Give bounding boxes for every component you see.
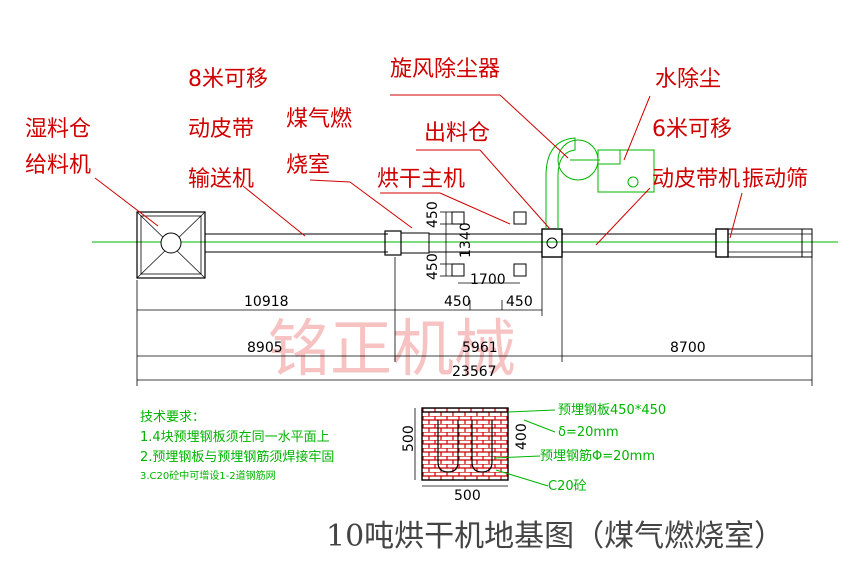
detail-dim-500-v: 500 bbox=[401, 425, 417, 452]
wet-bin-feeder bbox=[136, 211, 206, 279]
dim-450-a: 450 bbox=[444, 294, 471, 310]
drawing-title: 10吨烘干机地基图（煤气燃烧室） bbox=[326, 519, 784, 554]
label-vibrating-screen: 振动筛 bbox=[742, 167, 808, 192]
label-conveyor6-1: 6米可移 bbox=[652, 117, 732, 142]
notes-line-2: 2.预埋钢板与预埋钢筋须焊接牢固 bbox=[140, 449, 334, 465]
dim-10918: 10918 bbox=[244, 294, 289, 310]
component-labels: 湿料仓 给料机 8米可移 动皮带 输送机 煤气燃 烧室 旋风除尘器 出料仓 烘干… bbox=[25, 57, 808, 192]
label-gas-chamber-1: 煤气燃 bbox=[286, 107, 352, 132]
notes-line-1: 1.4块预埋钢板须在同一水平面上 bbox=[140, 430, 330, 445]
notes-line-3: 3.C20砼中可增设1-2道钢筋网 bbox=[140, 469, 276, 482]
dim-23567: 23567 bbox=[452, 364, 497, 380]
vibrating-screen bbox=[715, 228, 813, 258]
dimension-values: 450 1340 450 1700 10918 450 450 8905 596… bbox=[244, 201, 706, 380]
watermark: 铭正机械 bbox=[268, 312, 516, 385]
gas-combustion-chamber bbox=[384, 230, 430, 256]
label-outlet-bin: 出料仓 bbox=[424, 121, 490, 146]
label-cyclone: 旋风除尘器 bbox=[390, 57, 500, 82]
detail-plate: 预埋钢板450*450 bbox=[558, 403, 666, 418]
water-dust-remover bbox=[597, 149, 655, 193]
label-conveyor6-2: 动皮带机 bbox=[652, 167, 740, 192]
label-wet-bin-1: 湿料仓 bbox=[25, 117, 91, 142]
notes-title: 技术要求： bbox=[140, 410, 205, 425]
label-water-dust: 水除尘 bbox=[655, 67, 721, 92]
detail-rebar: 预埋钢筋Φ=20mm bbox=[540, 448, 655, 464]
dim-8905: 8905 bbox=[247, 340, 283, 356]
cyclone-dust-collector bbox=[545, 137, 600, 229]
dim-5961: 5961 bbox=[462, 340, 498, 356]
label-conveyor8-3: 输送机 bbox=[188, 167, 254, 192]
foundation-detail: 500 400 500 预埋钢板450*450 δ=20mm 预埋钢筋Φ=20m… bbox=[401, 403, 666, 504]
label-wet-bin-2: 给料机 bbox=[25, 153, 91, 178]
technical-notes: 技术要求： 1.4块预埋钢板须在同一水平面上 2.预埋钢板与预埋钢筋须焊接牢固 … bbox=[140, 410, 334, 482]
dim-450-b: 450 bbox=[506, 294, 533, 310]
detail-delta: δ=20mm bbox=[558, 425, 619, 440]
conveyor-8m bbox=[205, 233, 388, 253]
detail-concrete: C20砼 bbox=[548, 479, 587, 494]
detail-dim-500-h: 500 bbox=[454, 488, 481, 504]
dim-450-bottom: 450 bbox=[425, 253, 441, 280]
dim-8700: 8700 bbox=[670, 340, 706, 356]
label-conveyor8-2: 动皮带 bbox=[188, 117, 254, 142]
dimension-lines bbox=[136, 211, 813, 386]
detail-dim-400-v: 400 bbox=[514, 423, 530, 450]
label-conveyor8-1: 8米可移 bbox=[188, 67, 268, 92]
dim-1340: 1340 bbox=[458, 222, 474, 258]
dryer-main-drum bbox=[429, 211, 542, 277]
label-gas-chamber-2: 烧室 bbox=[286, 153, 330, 178]
label-dryer-main: 烘干主机 bbox=[377, 167, 465, 192]
conveyor-6m bbox=[562, 233, 716, 253]
leader-lines bbox=[94, 94, 743, 246]
dim-450-top: 450 bbox=[425, 201, 441, 228]
dim-1700: 1700 bbox=[470, 272, 506, 288]
outlet-bin bbox=[541, 228, 563, 258]
